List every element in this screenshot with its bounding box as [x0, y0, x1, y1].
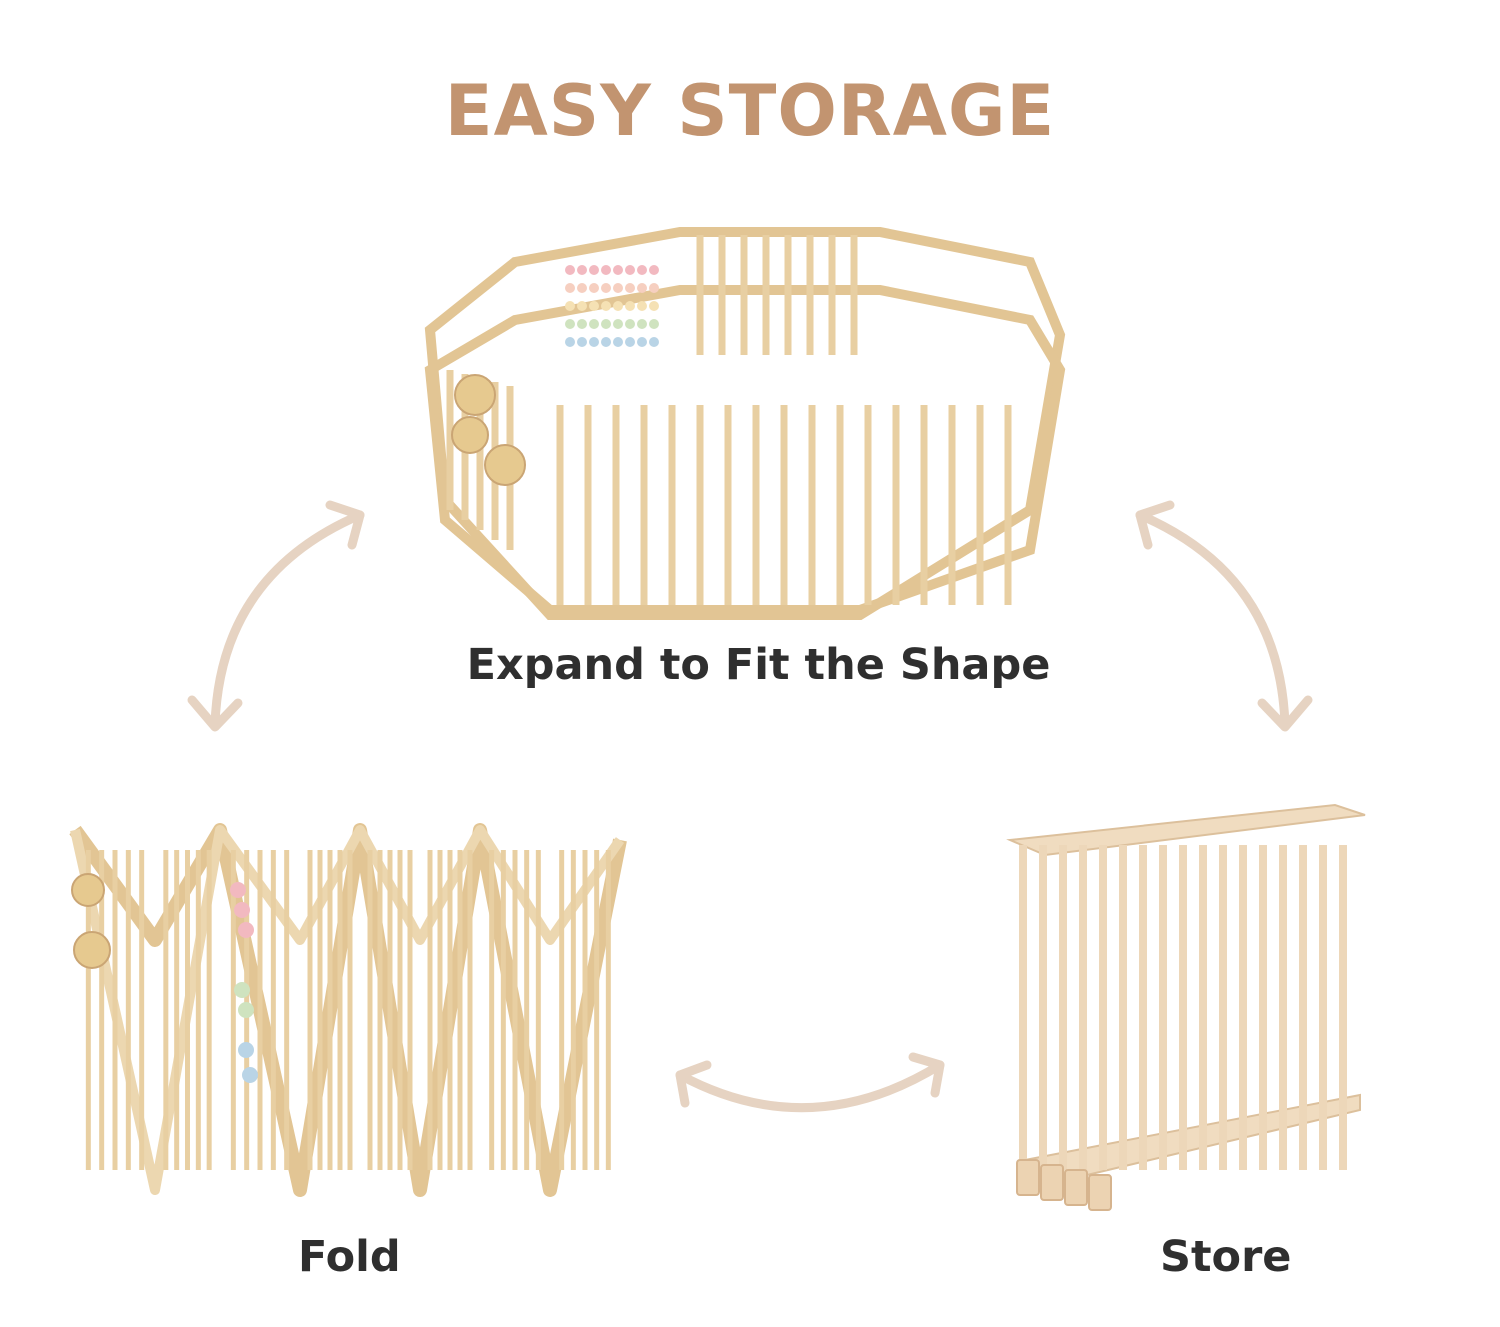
arrow-expand-store — [1135, 500, 1313, 732]
playpen-folded-image — [69, 823, 627, 1197]
arrow-expand-fold — [187, 500, 365, 732]
page-title: EASY STORAGE — [444, 70, 1056, 152]
playpen-stored-image — [1006, 803, 1366, 1211]
abacus-beads — [565, 265, 659, 347]
playpen-expanded-image — [424, 227, 1066, 620]
step-label-store: Store — [1160, 1232, 1292, 1282]
step-label-fold: Fold — [298, 1232, 401, 1282]
wheel-toys — [451, 374, 526, 486]
arrow-fold-store — [675, 1052, 945, 1113]
step-label-expand: Expand to Fit the Shape — [466, 640, 1051, 690]
